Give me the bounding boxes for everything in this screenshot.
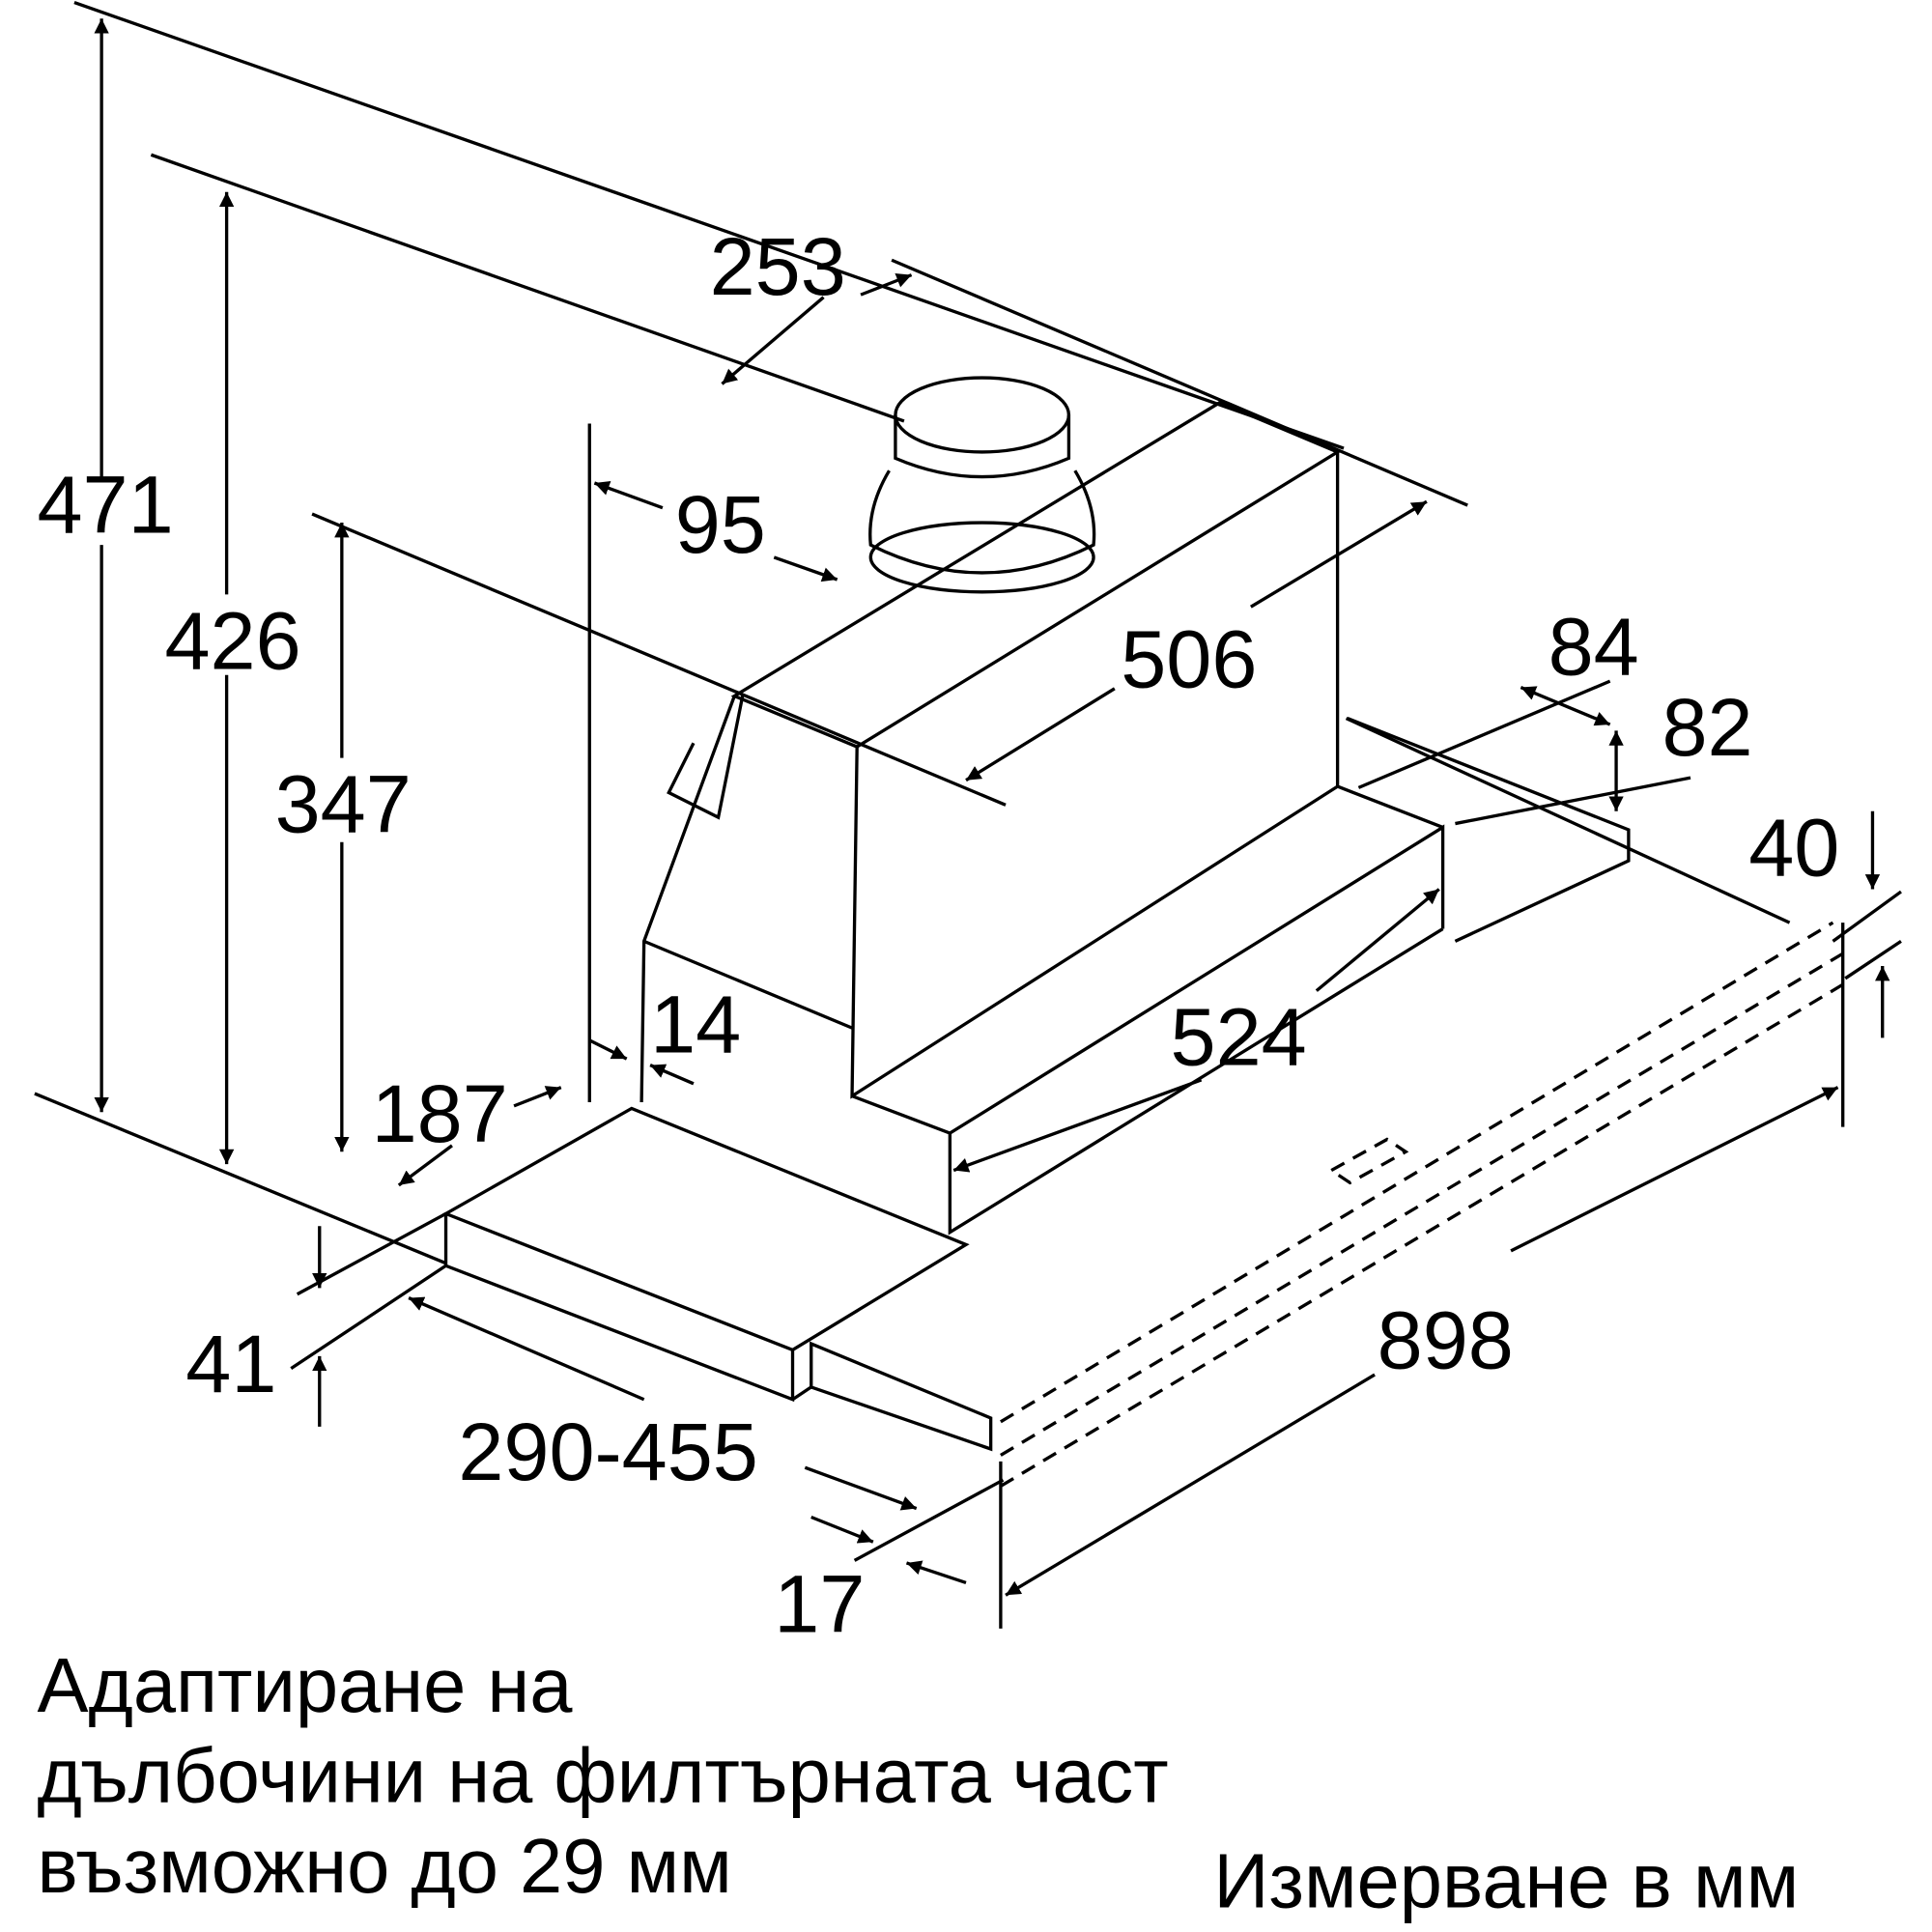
- dim-40: 40: [1748, 801, 1839, 893]
- dim-506: 506: [1121, 613, 1257, 705]
- extended-outline-dashed: [1000, 921, 1844, 1488]
- dim-17: 17: [774, 1558, 865, 1650]
- extension-lines: [34, 0, 1845, 1629]
- dimension-labels: 471 426 347 253 95 506 84 82 40 14 187 5…: [37, 220, 1839, 1650]
- dim-82: 82: [1662, 681, 1753, 773]
- dim-290-455: 290-455: [458, 1406, 758, 1497]
- dimension-arrows: [94, 18, 1902, 1597]
- dim-898: 898: [1378, 1294, 1514, 1386]
- dim-14: 14: [650, 979, 741, 1070]
- dim-253: 253: [710, 220, 846, 312]
- caption-line-1: Адаптиране на: [37, 1642, 573, 1728]
- dim-84: 84: [1548, 601, 1639, 693]
- dim-426: 426: [165, 594, 301, 686]
- units-note: Измерване в мм: [1213, 1837, 1799, 1923]
- dim-95: 95: [675, 478, 766, 570]
- dim-41: 41: [185, 1318, 276, 1409]
- caption-line-3: възможно до 29 мм: [37, 1823, 731, 1909]
- dim-187: 187: [372, 1067, 508, 1159]
- caption-line-2: дълбочини на филтърната част: [37, 1732, 1168, 1818]
- dim-524: 524: [1171, 991, 1307, 1083]
- hood-body: [441, 376, 1631, 1452]
- dim-347: 347: [275, 758, 412, 850]
- caption: Адаптиране на дълбочини на филтърната ча…: [37, 1642, 1799, 1924]
- dim-471: 471: [37, 458, 173, 550]
